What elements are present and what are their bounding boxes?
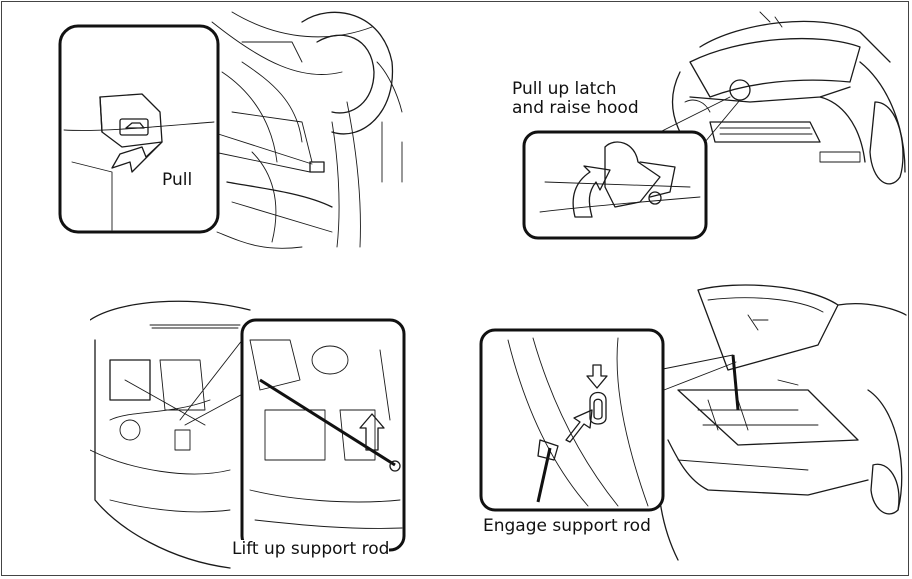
engine-bay	[90, 301, 250, 568]
lift-rod-panel	[90, 300, 450, 570]
release-lever-callout	[60, 26, 218, 232]
rod-hole-callout	[481, 330, 663, 510]
callout-pointer	[212, 132, 312, 172]
label-pull: Pull	[162, 171, 192, 190]
label-pull-up-latch: Pull up latch and raise hood	[512, 80, 639, 118]
dashboard-background-lines	[212, 12, 402, 248]
raise-hood-panel	[520, 2, 908, 252]
callout-pointer	[180, 330, 250, 425]
support-rod-callout	[242, 320, 404, 550]
label-engage-rod: Engage support rod	[483, 517, 651, 536]
latch-callout	[524, 132, 706, 238]
hood	[690, 39, 860, 97]
vehicle-hood-open	[658, 285, 906, 560]
label-lift-up-rod: Lift up support rod	[232, 540, 389, 559]
hood-release-panel	[2, 2, 452, 282]
